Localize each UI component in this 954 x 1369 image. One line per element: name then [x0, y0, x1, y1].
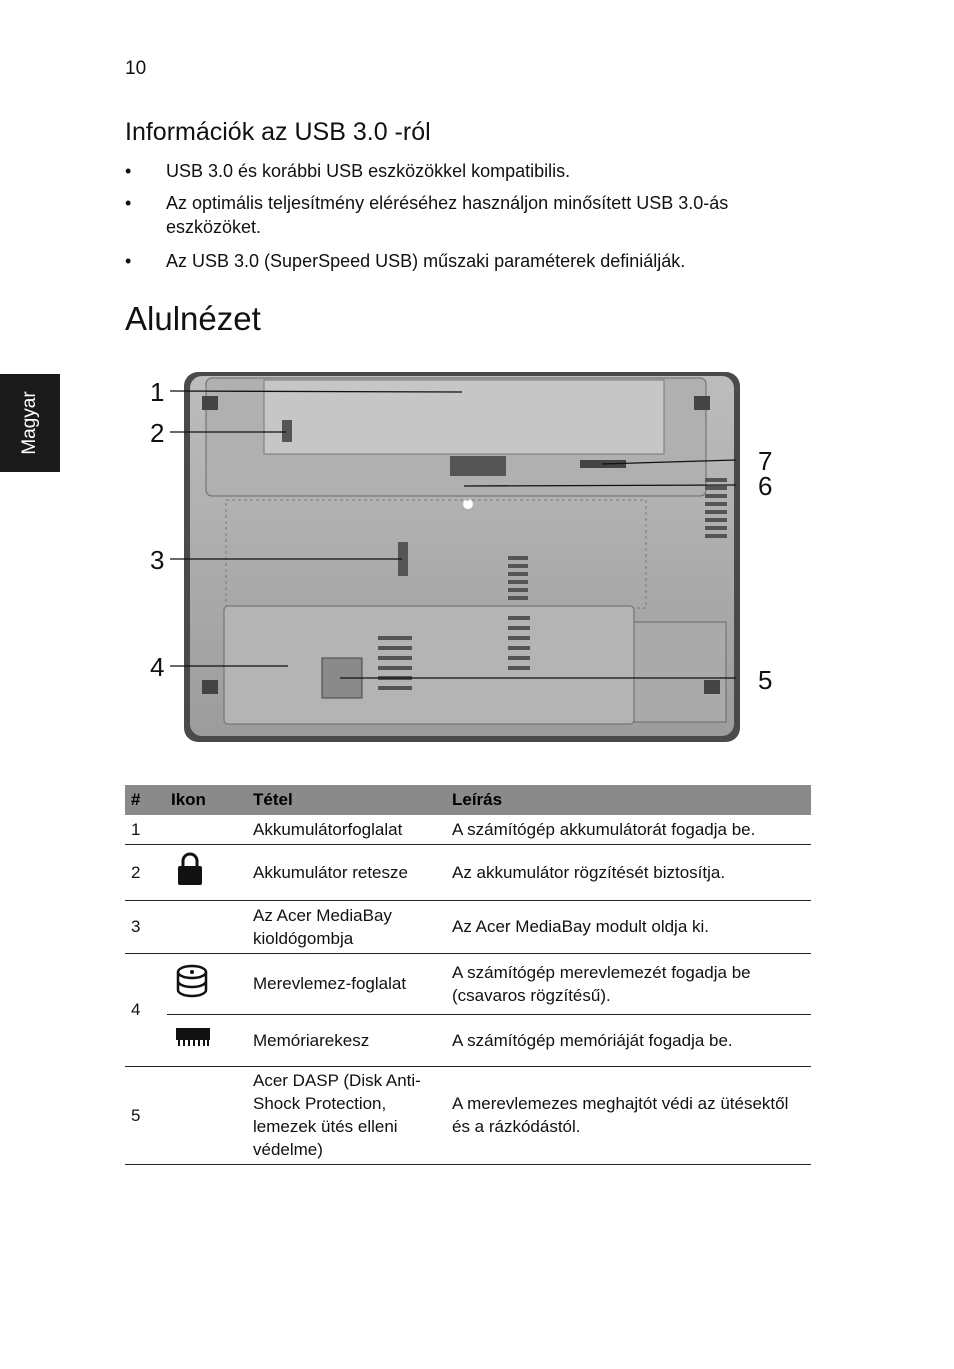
page-number: 10	[125, 58, 147, 79]
foot-right	[704, 680, 720, 694]
mediabay-release	[398, 542, 408, 576]
bullet-text: Az USB 3.0 (SuperSpeed USB) műszaki para…	[166, 251, 686, 271]
laptop-bottom-diagram: 1 2 3 4 5 6 7	[150, 372, 772, 742]
table-row: 5 Acer DASP (Disk Anti-Shock Protection,…	[125, 1066, 811, 1165]
row-num: 1	[125, 815, 167, 845]
section-title: Alulnézet	[125, 300, 261, 337]
hard-disk-icon	[176, 964, 208, 997]
bullet-text: Az optimális teljesítmény eléréséhez has…	[166, 193, 729, 237]
lock-icon	[178, 852, 202, 885]
row-icon	[167, 1014, 249, 1067]
row-item: Memóriarekesz	[249, 1014, 448, 1067]
row-desc: Az Acer MediaBay modult oldja ki.	[448, 900, 811, 954]
bullet-symbol: •	[125, 161, 132, 181]
callout-lines	[169, 390, 737, 679]
language-side-tab: Magyar	[0, 374, 60, 472]
battery-pack	[263, 379, 665, 455]
row-icon	[167, 844, 249, 901]
table-row: 2 Akkumulátor retesze Az akkumulátor rög…	[125, 844, 811, 901]
foot-top-left	[202, 396, 218, 410]
callout-7: 7	[758, 446, 772, 476]
table-row: 1 Akkumulátorfoglalat A számítógép akkum…	[125, 815, 811, 845]
row-icon	[167, 1066, 249, 1165]
table-row: 3 Az Acer MediaBay kioldógombja Az Acer …	[125, 900, 811, 954]
row-desc: A merevlemezes meghajtót védi az ütésekt…	[448, 1066, 811, 1165]
row-desc: Az akkumulátor rögzítését biztosítja.	[448, 844, 811, 901]
table-row: Memóriarekesz A számítógép memóriáját fo…	[125, 1014, 811, 1067]
row-desc: A számítógép memóriáját fogadja be.	[448, 1014, 811, 1067]
components-table: # Ikon Tétel Leírás 1 Akkumulátorfoglala…	[125, 785, 811, 1165]
col-num-header: #	[125, 785, 167, 815]
foot-top-right	[694, 396, 710, 410]
callout-3: 3	[150, 545, 164, 575]
callout-2: 2	[150, 418, 164, 448]
row-item: Az Acer MediaBay kioldógombja	[249, 900, 448, 954]
row-icon	[167, 953, 249, 1015]
side-tab-label: Magyar	[19, 391, 40, 455]
row-item: Akkumulátor retesze	[249, 844, 448, 901]
memory-icon	[176, 1028, 210, 1046]
row-num: 4	[125, 953, 167, 1067]
row-item: Akkumulátorfoglalat	[249, 815, 448, 845]
row-icon	[167, 815, 249, 845]
mediabay-latch	[450, 456, 506, 476]
table-header-row: # Ikon Tétel Leírás	[125, 785, 811, 815]
foot-left	[202, 680, 218, 694]
right-vents	[705, 478, 727, 538]
row-icon	[167, 900, 249, 954]
col-desc-header: Leírás	[448, 785, 811, 815]
col-icon-header: Ikon	[167, 785, 249, 815]
row-item: Acer DASP (Disk Anti-Shock Protection, l…	[249, 1066, 448, 1165]
row-num: 3	[125, 900, 167, 954]
row-item: Merevlemez-foglalat	[249, 953, 448, 1015]
callout-5: 5	[758, 665, 772, 695]
callout-6: 6	[758, 471, 772, 501]
hdd-memory-cover	[223, 605, 635, 725]
row-desc: A számítógép akkumulátorát fogadja be.	[448, 815, 811, 845]
center-vents	[508, 556, 528, 600]
bullet-symbol: •	[125, 251, 132, 271]
battery-latch	[282, 420, 292, 442]
callout-4: 4	[150, 652, 164, 682]
side-compartment	[633, 621, 727, 723]
row-desc: A számítógép merevlemezét fogadja be (cs…	[448, 953, 811, 1015]
row-num: 5	[125, 1066, 167, 1165]
callout-1: 1	[150, 377, 164, 407]
usb-heading: Információk az USB 3.0 -ról	[125, 118, 431, 146]
col-item-header: Tétel	[249, 785, 448, 815]
table-row: 4 Merevlemez-foglalat A számítógép merev…	[125, 953, 811, 1067]
indicator-dot	[463, 499, 473, 509]
row-num: 2	[125, 844, 167, 901]
bullet-symbol: •	[125, 193, 132, 213]
bullet-text: USB 3.0 és korábbi USB eszközökkel kompa…	[166, 161, 571, 181]
